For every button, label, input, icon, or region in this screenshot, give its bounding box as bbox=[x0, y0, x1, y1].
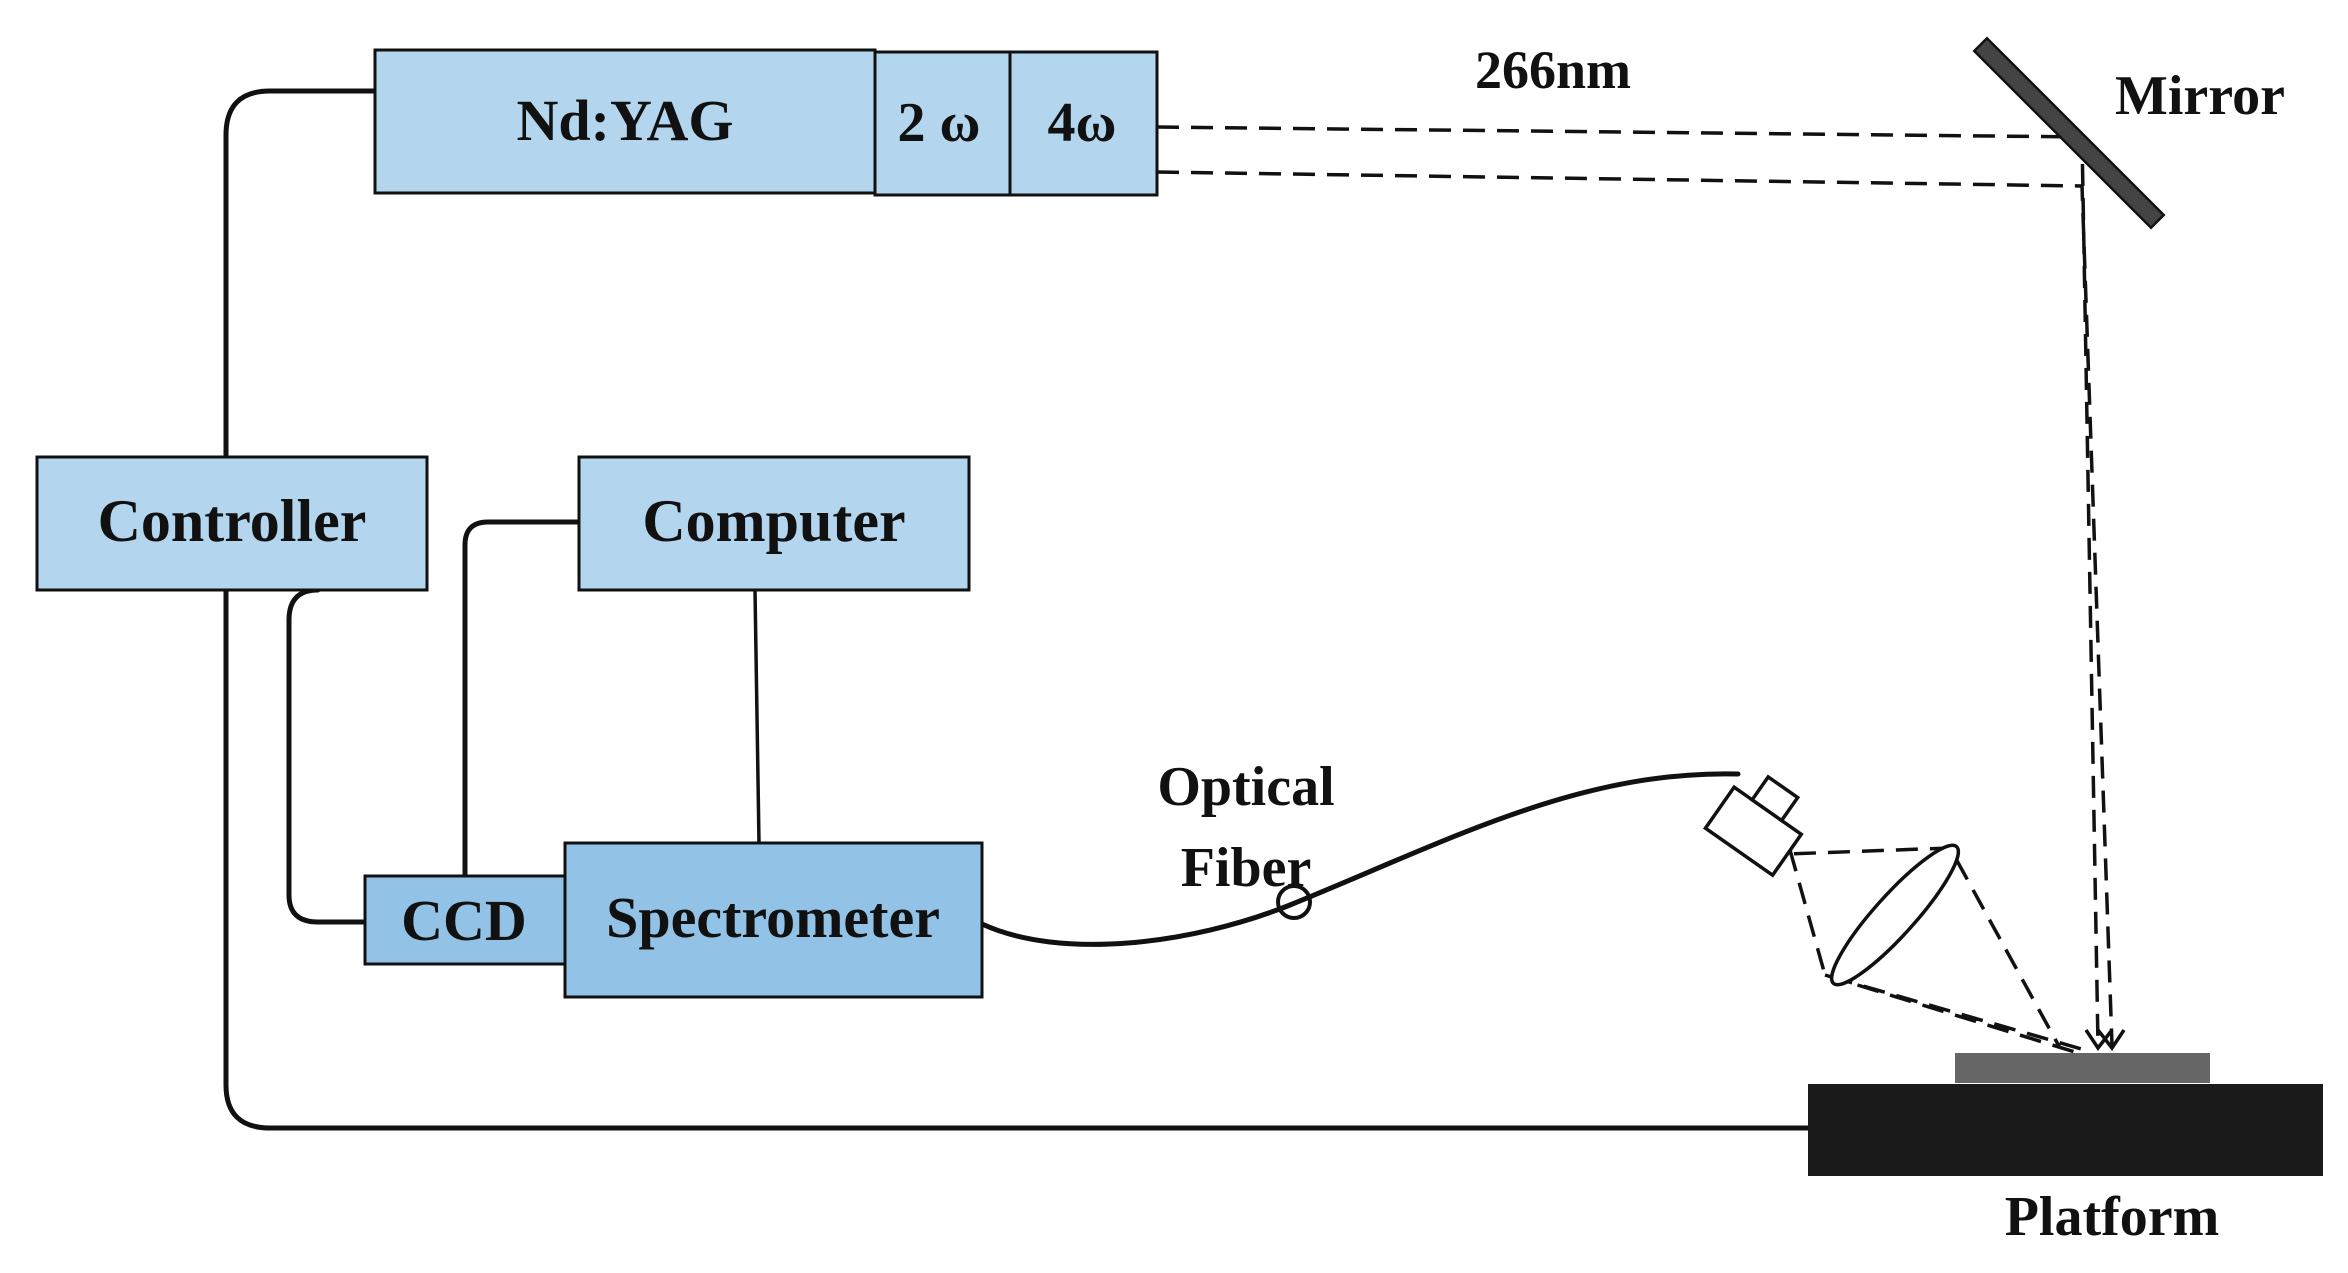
wire-controller-to-ccd bbox=[286, 587, 368, 925]
wire-computer-to-spectrometer bbox=[753, 589, 761, 844]
spectrometer-box bbox=[563, 841, 984, 999]
computer-box bbox=[577, 455, 971, 592]
mirror-label: Mirror bbox=[2115, 65, 2285, 127]
platform-label: Platform bbox=[2005, 1186, 2220, 1248]
wavelength-label: 266nm bbox=[1475, 40, 1631, 100]
doubler-label: 2 ω bbox=[898, 92, 981, 154]
wire-computer-to-ccd bbox=[462, 519, 582, 879]
collection-lens bbox=[1829, 843, 1961, 987]
wire-laser-to-controller bbox=[223, 88, 378, 460]
beam-arrowheads bbox=[2084, 1028, 2126, 1051]
fiber-collimator bbox=[1703, 774, 1804, 878]
laser-beam-lower bbox=[1156, 170, 2114, 1046]
fiber-label-line2: Fiber bbox=[1181, 837, 1312, 899]
laser-label: Nd:YAG bbox=[516, 88, 733, 153]
laser-2w-crystal-box bbox=[873, 50, 1012, 197]
laser-4w-crystal-box bbox=[1008, 50, 1159, 197]
optical-fiber bbox=[979, 771, 1741, 947]
platform-stage bbox=[1808, 1084, 2323, 1176]
sample bbox=[1955, 1053, 2210, 1083]
ccd-label: CCD bbox=[401, 888, 527, 953]
ccd-box bbox=[363, 874, 567, 966]
mirror bbox=[1972, 36, 2166, 230]
wire-controller-to-platform bbox=[223, 587, 1811, 1131]
controller-box bbox=[35, 455, 429, 592]
controller-label: Controller bbox=[98, 488, 367, 554]
laser-beam-upper bbox=[1156, 125, 2100, 1046]
laser-nd-yag-box bbox=[373, 48, 877, 195]
quadrupler-label: 4ω bbox=[1048, 92, 1117, 154]
computer-label: Computer bbox=[642, 488, 905, 554]
fiber-label-line1: Optical bbox=[1157, 756, 1334, 818]
fiber-marker bbox=[1276, 884, 1312, 920]
spectrometer-label: Spectrometer bbox=[606, 885, 940, 950]
